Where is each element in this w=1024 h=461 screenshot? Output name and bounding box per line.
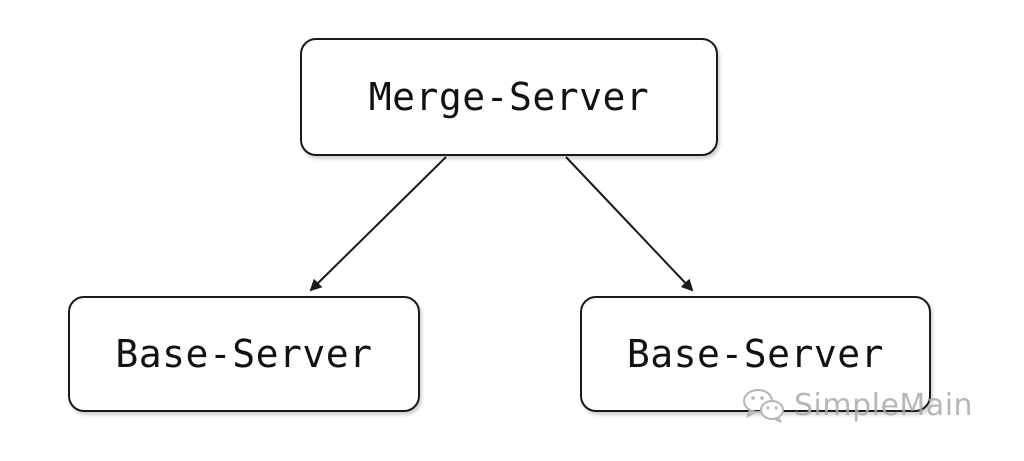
watermark-text: SimpleMain xyxy=(794,387,974,423)
base-server-label-left: Base-Server xyxy=(115,332,373,376)
wechat-icon xyxy=(743,389,784,423)
edge-merge-to-base-right xyxy=(565,156,694,292)
merge-server-label: Merge-Server xyxy=(368,75,650,119)
edge-merge-to-base-left xyxy=(309,156,447,292)
base-server-label-right: Base-Server xyxy=(626,332,885,376)
watermark: SimpleMain xyxy=(742,386,973,424)
merge-server-node: Merge-Server xyxy=(300,38,718,156)
base-server-node-left: Base-Server xyxy=(68,296,420,412)
base-server-node-right: Base-Server xyxy=(580,296,931,412)
